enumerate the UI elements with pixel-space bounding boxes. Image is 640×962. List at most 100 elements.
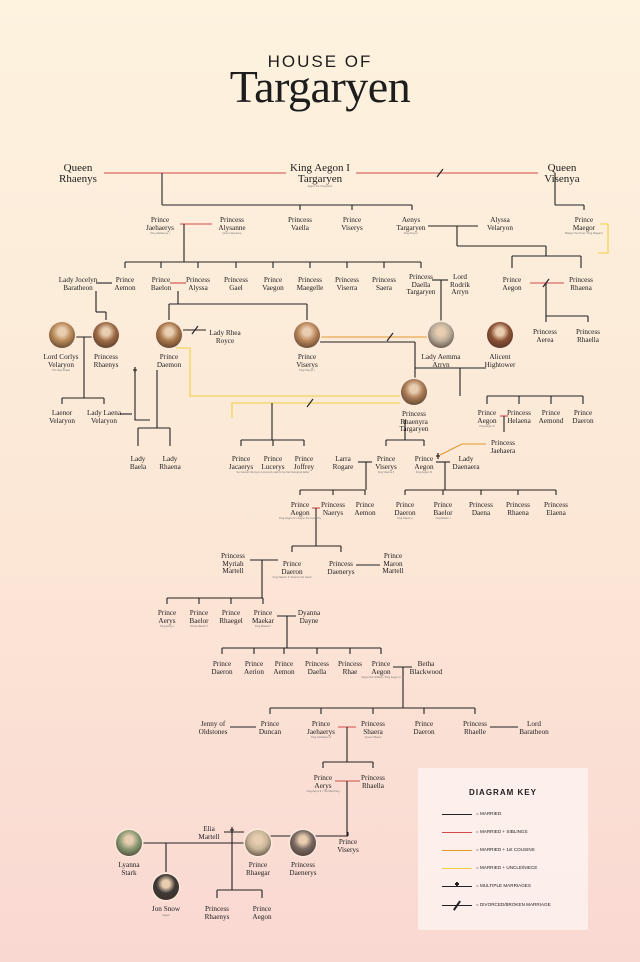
person-name-line: Alysanne [218, 223, 246, 232]
person-name-line: Lord [527, 720, 541, 728]
person-name-line: Rodrik [450, 280, 470, 289]
person-name-line: Princess [186, 276, 210, 284]
portrait-jon-icon [153, 874, 179, 900]
person-name-line: Baratheon [519, 727, 549, 736]
person-name-line: Daella [307, 667, 327, 676]
person-name-line: Shaera [363, 727, 383, 736]
person-name-line: Jon Snow [151, 905, 181, 913]
person-name-line: Princess [569, 276, 593, 284]
person-name-line: Queen [547, 162, 577, 174]
person-name-line: Rhae [342, 667, 358, 676]
person-name-line: Daenaera [452, 462, 480, 471]
broken-marriage-mark [436, 168, 444, 178]
person-title-note: King Daeron I [397, 517, 413, 521]
person-name-line: Visenya [544, 173, 580, 185]
person-name-line: Viserys [296, 360, 318, 369]
person-name-line: Princess [409, 273, 433, 281]
person-name-line: Blackwood [409, 667, 443, 676]
key-label: = MARRIED + UNCLE/NIECE [476, 865, 538, 870]
person-name-line: Prince [212, 660, 232, 668]
person-name-line: Princess [94, 353, 118, 361]
broken-marriage-mark [306, 398, 314, 408]
person-name-line: Prince [151, 276, 171, 284]
person-title-note: Queen Alysanne [222, 232, 242, 236]
person-name-line: Lyanna [118, 861, 140, 869]
person-name-line: Velaryon [49, 416, 75, 425]
person-name-line: Rogare [332, 462, 354, 471]
person-name-line: Targaryen [297, 173, 343, 185]
person-name-line: Princess [506, 501, 530, 509]
person-name-line: Maegor [572, 223, 596, 232]
person-name-line: Daena [471, 508, 491, 517]
person-name-line: Targaryen [396, 223, 426, 232]
person-name-line: Rhaelle [464, 727, 486, 736]
person-name-line: Aemon [114, 283, 136, 292]
portrait-daenerys-icon [290, 830, 316, 856]
person-name-line: Baelon [150, 283, 172, 292]
marriage-line-aegon3-jaehaera [439, 443, 486, 456]
person-name-line: Prince [414, 720, 434, 728]
person-name-line: Princess [463, 720, 487, 728]
key-row-cousins: = MARRIED + 1st COUSINS [442, 846, 582, 856]
key-label: = MULTIPLE MARRIAGES [476, 883, 531, 888]
person-name-line: Alicent [489, 353, 511, 361]
person-name-line: Rhaena [159, 462, 181, 471]
key-label: = MARRIED + 1st COUSINS [476, 847, 535, 852]
person-title-note: Aegon the Conqueror [307, 185, 333, 188]
person-title-note: King Viserys II [377, 471, 395, 475]
header-house-of: HOUSE OF [267, 52, 373, 71]
key-line-married [442, 814, 472, 815]
person-name-line: Rhaegar [246, 868, 270, 877]
person-name-line: Aemon [273, 667, 295, 676]
person-name-line: Prince [263, 455, 283, 463]
person-name-line: Daeron [572, 416, 594, 425]
person-name-line: Aegon [502, 283, 522, 292]
person-name-line: Prince [252, 905, 272, 913]
person-name-line: Baelor [433, 508, 453, 517]
person-name-line: Royce [215, 336, 235, 345]
person-name-line: Daella [411, 280, 431, 289]
person-name-line: Lady Laena [86, 409, 122, 417]
portrait-rhaegar-icon [245, 830, 271, 856]
person-name-line: Lord Corlys [43, 353, 79, 361]
person-name-line: Prince [294, 455, 314, 463]
person-name-line: Oldstones [198, 727, 228, 736]
person-name-line: Martell [198, 832, 220, 841]
person-name-line: Aegon [414, 462, 434, 471]
person-name-line: Jenny of [200, 720, 226, 728]
portrait-rhaenys-icon [93, 322, 119, 348]
